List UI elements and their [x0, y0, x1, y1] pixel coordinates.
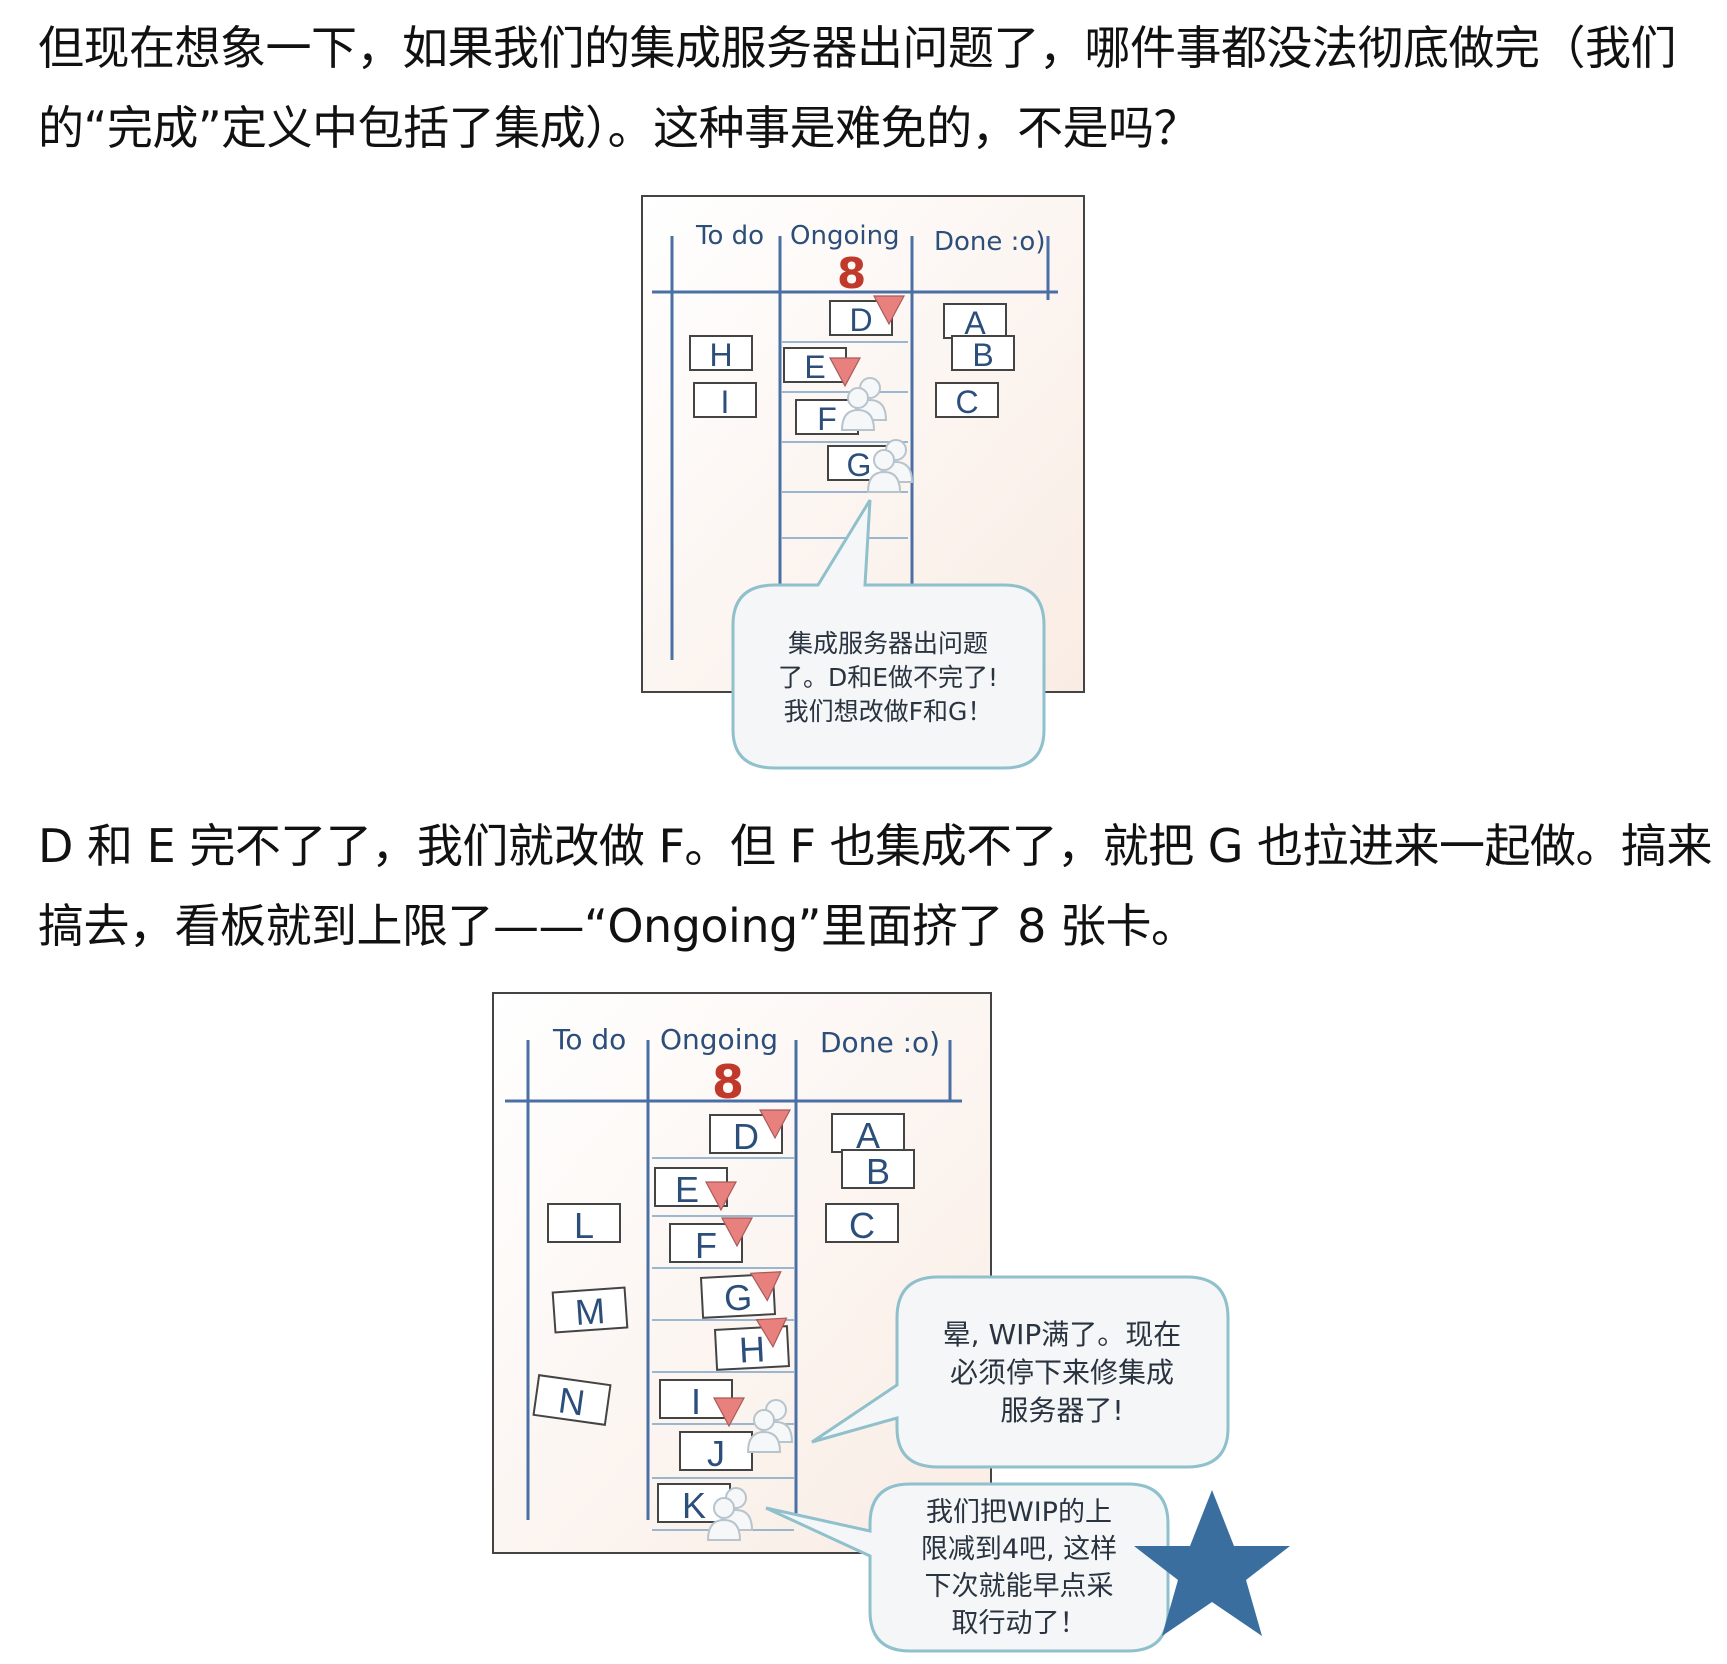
card: C	[935, 382, 999, 420]
star-icon	[1134, 1490, 1290, 1636]
card: D	[829, 295, 905, 338]
card: D	[709, 1109, 791, 1157]
card: H	[689, 335, 753, 373]
card-label: D	[733, 1116, 759, 1157]
paragraph-line: 的“完成”定义中包括了集成）。这种事是难免的，不是吗？	[38, 101, 1200, 155]
card-label: C	[955, 384, 978, 420]
paragraph-line: D 和 E 完不了了，我们就改做 F。但 F 也集成不了，就把 G 也拉进来一起…	[38, 819, 1713, 873]
card-label: E	[804, 349, 825, 385]
column-header-todo: To do	[552, 1023, 626, 1056]
card-label: F	[817, 401, 837, 437]
wip-limit-number: 8	[837, 249, 866, 298]
card-label: B	[866, 1151, 890, 1192]
card-label: I	[721, 384, 730, 420]
card: M	[551, 1286, 629, 1334]
card-label: I	[691, 1381, 701, 1422]
bubble-line: 晕, WIP满了。现在	[943, 1318, 1182, 1351]
column-header-done: Done :o)	[934, 227, 1045, 257]
kanban-board-1: To do Ongoing Done :o) 8 H I D E F	[641, 195, 1085, 770]
paragraph-1: 但现在想象一下，如果我们的集成服务器出问题了，哪件事都没法彻底做完（我们 的“完…	[38, 8, 1698, 168]
bubble-line: 必须停下来修集成	[950, 1356, 1174, 1389]
card: F	[669, 1217, 753, 1266]
card: B	[841, 1149, 915, 1192]
paragraph-line: 但现在想象一下，如果我们的集成服务器出问题了，哪件事都没法彻底做完（我们	[38, 21, 1677, 75]
card-label: G	[847, 447, 872, 483]
bubble-line: 集成服务器出问题	[788, 629, 988, 658]
card-label: J	[707, 1433, 725, 1474]
kanban-board-2: To do Ongoing Done :o) 8 L M N D E	[492, 992, 1290, 1653]
card-label: A	[964, 305, 986, 341]
card-label: E	[675, 1169, 699, 1210]
card: I	[659, 1379, 745, 1427]
card-label: N	[556, 1379, 587, 1423]
card-label: F	[695, 1225, 717, 1266]
card: J	[679, 1431, 753, 1474]
card-label: H	[709, 337, 732, 373]
card: H	[713, 1317, 791, 1371]
card-label: H	[738, 1328, 766, 1370]
card: E	[783, 347, 861, 387]
card-label: M	[574, 1290, 607, 1333]
paragraph-2: D 和 E 完不了了，我们就改做 F。但 F 也集成不了，就把 G 也拉进来一起…	[38, 806, 1713, 966]
card-label: G	[723, 1276, 753, 1318]
bubble-line: 限减到4吧, 这样	[921, 1534, 1117, 1565]
bubble-line: 取行动了！	[952, 1608, 1087, 1639]
card-label: B	[972, 337, 993, 373]
speech-bubble: 我们把WIP的上 限减到4吧, 这样 下次就能早点采 取行动了！	[765, 1482, 1170, 1653]
bubble-line: 我们想改做F和G！	[784, 697, 993, 726]
speech-bubble: 集成服务器出问题 了。D和E做不完了! 我们想改做F和G！	[731, 499, 1046, 770]
bubble-line: 下次就能早点采	[925, 1571, 1114, 1602]
column-header-ongoing: Ongoing	[790, 221, 900, 251]
card: E	[654, 1167, 737, 1211]
card: N	[532, 1374, 612, 1426]
bubble-line: 服务器了!	[1000, 1394, 1123, 1427]
card: C	[825, 1203, 899, 1246]
column-header-todo: To do	[695, 221, 764, 251]
card-label: C	[849, 1205, 875, 1246]
bubble-line: 了。D和E做不完了!	[778, 663, 998, 692]
card-label: K	[682, 1485, 706, 1526]
speech-bubble: 晕, WIP满了。现在 必须停下来修集成 服务器了!	[811, 1275, 1230, 1469]
card: G	[699, 1271, 783, 1319]
card: B	[951, 335, 1015, 373]
card-label: D	[849, 302, 872, 338]
card-label: L	[574, 1205, 594, 1246]
paragraph-line: 搞去，看板就到上限了——“Ongoing”里面挤了 8 张卡。	[38, 899, 1197, 953]
card: I	[693, 382, 757, 420]
column-header-ongoing: Ongoing	[660, 1023, 778, 1056]
wip-limit-number: 8	[712, 1055, 744, 1109]
column-header-done: Done :o)	[820, 1026, 940, 1059]
card: L	[547, 1203, 621, 1246]
bubble-line: 我们把WIP的上	[926, 1497, 1112, 1528]
